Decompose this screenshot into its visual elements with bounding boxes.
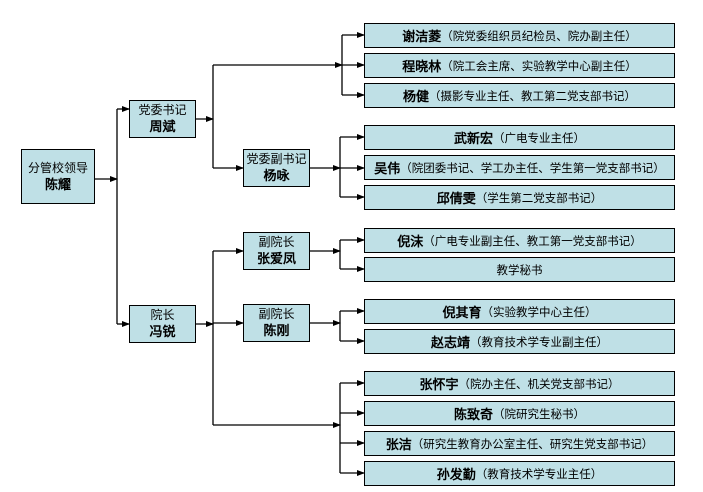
staff-name: 程晓林 (402, 60, 442, 75)
staff-name: 孙发勤 (436, 468, 476, 483)
staff-duty: （院党委组织员纪检员、院办副主任） (441, 28, 637, 43)
staff-node: 张怀宇（院办主任、机关党支部书记） (364, 371, 675, 396)
party-secretary-node: 党委书记 周斌 (129, 100, 196, 138)
staff-name: 武新宏 (453, 132, 493, 147)
vice-dean-2-node: 副院长 陈刚 (243, 304, 310, 342)
staff-duty: （实验教学中心主任） (481, 304, 597, 319)
staff-duty: （院办主任、机关党支部书记） (458, 376, 620, 391)
party-secretary-role: 党委书记 (138, 103, 187, 117)
vice-dean-1-role: 副院长 (258, 235, 295, 249)
staff-node: 武新宏（广电专业主任） (364, 125, 675, 150)
staff-node: 陈致奇（院研究生秘书） (364, 401, 675, 426)
staff-name: 谢洁菱 (402, 30, 442, 45)
staff-duty: （广电专业副主任、教工第一党支部书记） (423, 233, 642, 248)
staff-node: 程晓林（院工会主席、实验教学中心副主任） (364, 53, 675, 78)
staff-node: 张洁（研究生教育办公室主任、研究生党支部书记） (364, 431, 675, 456)
staff-duty: 教学秘书 (496, 262, 543, 277)
staff-node: 倪其育（实验教学中心主任） (364, 299, 675, 324)
dean-name: 冯锐 (149, 325, 176, 340)
staff-duty: （教育技术学专业主任） (475, 466, 603, 481)
dean-role: 院长 (150, 308, 175, 322)
vice-dean-2-role: 副院长 (258, 307, 295, 321)
staff-name: 赵志靖 (430, 336, 470, 351)
staff-node: 吴伟（院团委书记、学工办主任、学生第一党支部书记） (364, 155, 675, 180)
staff-duty: （摄影专业主任、教工第二党支部书记） (429, 88, 636, 103)
staff-name: 倪其育 (442, 306, 482, 321)
staff-duty: （院研究生秘书） (493, 406, 585, 421)
staff-duty: （研究生教育办公室主任、研究生党支部书记） (411, 436, 654, 451)
vice-dean-2-name: 陈刚 (263, 324, 290, 339)
staff-duty: （院工会主席、实验教学中心副主任） (441, 58, 637, 73)
party-secretary-name: 周斌 (149, 120, 176, 135)
staff-node: 谢洁菱（院党委组织员纪检员、院办副主任） (364, 23, 675, 48)
staff-duty: （学生第二党支部书记） (475, 190, 603, 205)
staff-name: 倪沫 (397, 235, 424, 250)
staff-node: 邱倩雯（学生第二党支部书记） (364, 185, 675, 210)
staff-node: 教学秘书 (364, 257, 675, 282)
staff-name: 张洁 (385, 438, 412, 453)
staff-duty: （广电专业主任） (493, 130, 585, 145)
root-name: 陈耀 (44, 177, 71, 193)
deputy-party-secretary-node: 党委副书记 杨咏 (243, 149, 310, 187)
staff-name: 陈致奇 (453, 408, 493, 423)
staff-name: 吴伟 (374, 162, 401, 177)
vice-dean-1-name: 张爱凤 (256, 252, 296, 267)
staff-name: 杨健 (402, 90, 429, 105)
dean-node: 院长 冯锐 (129, 305, 196, 343)
staff-name: 张怀宇 (419, 378, 459, 393)
root-role: 分管校领导 (27, 160, 88, 175)
deputy-secretary-name: 杨咏 (263, 169, 290, 184)
staff-name: 邱倩雯 (436, 192, 476, 207)
deputy-secretary-role: 党委副书记 (246, 152, 307, 166)
staff-node: 倪沫（广电专业副主任、教工第一党支部书记） (364, 228, 675, 253)
staff-node: 赵志靖（教育技术学专业副主任） (364, 329, 675, 354)
vice-dean-1-node: 副院长 张爱凤 (243, 232, 310, 270)
staff-node: 杨健（摄影专业主任、教工第二党支部书记） (364, 83, 675, 108)
root-node: 分管校领导 陈耀 (21, 149, 95, 204)
staff-duty: （教育技术学专业副主任） (470, 334, 608, 349)
staff-node: 孙发勤（教育技术学专业主任） (364, 461, 675, 486)
staff-duty: （院团委书记、学工办主任、学生第一党支部书记） (400, 160, 665, 175)
